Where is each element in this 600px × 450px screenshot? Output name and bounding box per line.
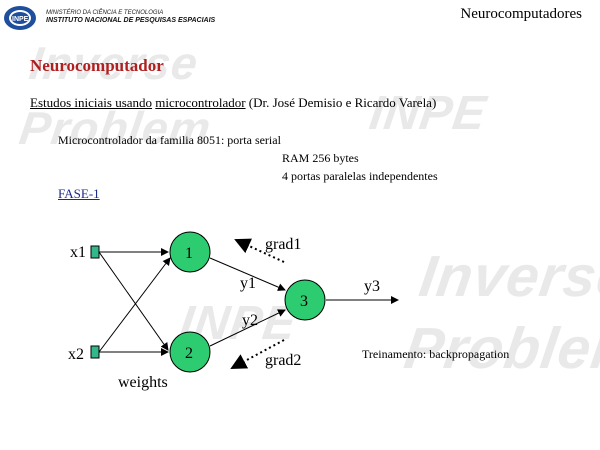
subtitle-authors: (Dr. José Demisio e Ricardo Varela) — [245, 95, 437, 110]
grad2-label: grad2 — [265, 352, 302, 369]
micro-line-3: 4 portas paralelas independentes — [282, 169, 438, 183]
top-title: Neurocomputadores — [460, 6, 582, 22]
neuron-1 — [169, 231, 211, 273]
ministry-line: MINISTÉRIO DA CIÊNCIA E TECNOLOGIA — [46, 9, 164, 16]
input-node-x2 — [90, 345, 100, 359]
input-label-x2: x2 — [68, 346, 84, 363]
fase-label: FASE-1 — [58, 186, 100, 201]
weights-label: weights — [118, 374, 168, 391]
output-label-y2: y2 — [242, 312, 258, 329]
inpe-logo-icon: INPE — [4, 6, 36, 30]
neuron-1-label: 1 — [185, 245, 193, 262]
subtitle-part1: Estudos iniciais usando — [30, 95, 153, 110]
input-label-x1: x1 — [70, 244, 86, 261]
neuron-3 — [284, 279, 326, 321]
edge-1-3 — [209, 257, 286, 291]
edge-2-3 — [209, 309, 286, 347]
svg-text:INPE: INPE — [12, 16, 29, 23]
neuron-2-label: 2 — [185, 345, 193, 362]
training-note: Treinamento: backpropagation — [362, 347, 510, 361]
micro-line-2: RAM 256 bytes — [282, 151, 359, 165]
slide-title: Neurocomputador — [30, 56, 164, 75]
neuron-2 — [169, 331, 211, 373]
output-label-y1: y1 — [240, 275, 256, 292]
grad1-arrow — [234, 238, 285, 263]
output-label-y3: y3 — [364, 278, 380, 295]
edge-x2-1 — [98, 257, 171, 353]
institution-header: INPE MINISTÉRIO DA CIÊNCIA E TECNOLOGIA … — [2, 2, 215, 32]
grad1-label: grad1 — [265, 236, 302, 253]
subtitle-link: microcontrolador — [155, 95, 246, 110]
slide-subtitle: Estudos iniciais usando microcontrolador… — [30, 95, 436, 111]
micro-line-1: Microcontrolador da familia 8051: porta … — [58, 133, 281, 147]
edge-x1-2 — [98, 251, 169, 351]
neuron-3-label: 3 — [300, 293, 308, 310]
institute-name: INSTITUTO NACIONAL DE PESQUISAS ESPACIAI… — [46, 16, 216, 24]
input-node-x1 — [90, 245, 100, 259]
